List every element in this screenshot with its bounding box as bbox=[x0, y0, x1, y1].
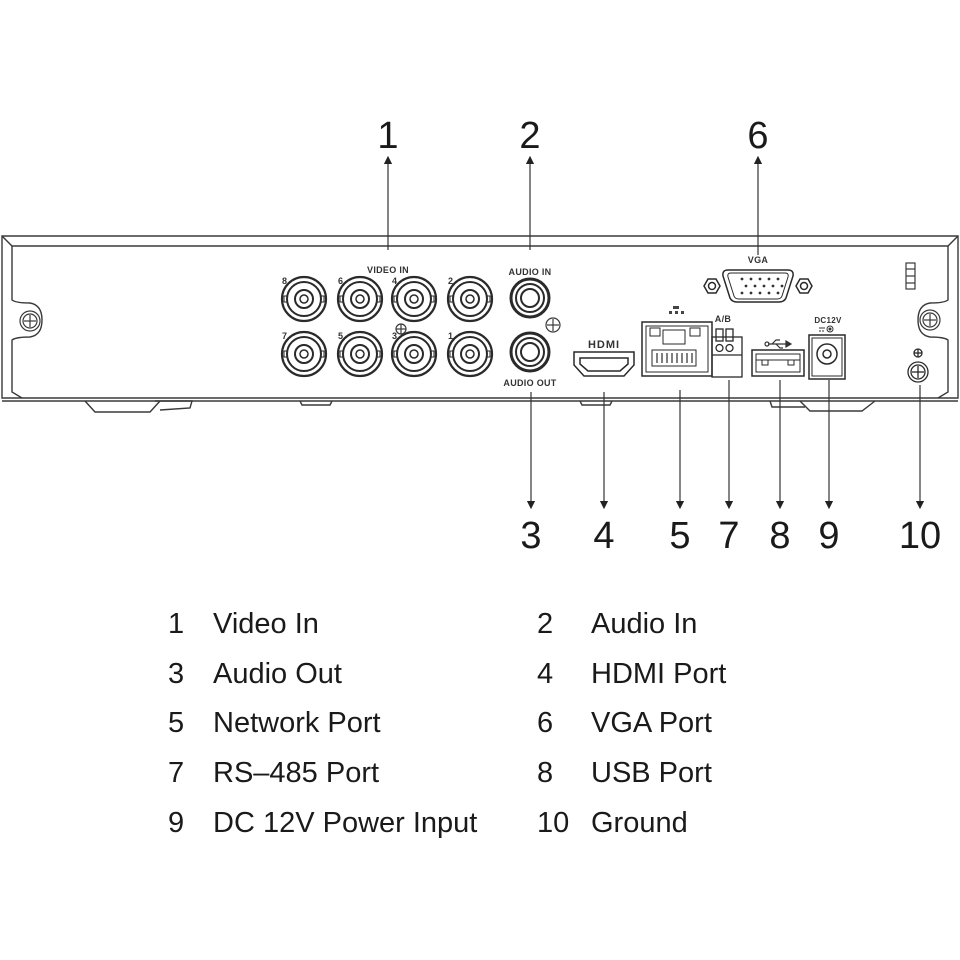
video-channel-number: 5 bbox=[338, 331, 343, 341]
video-in-bnc-group: 8 6 4 2 7 5 3 1 bbox=[280, 275, 494, 378]
callout-number-3: 3 bbox=[520, 515, 541, 557]
legend-label: Audio Out bbox=[213, 658, 342, 690]
vga-pin bbox=[767, 291, 771, 295]
bnc-connector-icon bbox=[390, 275, 438, 323]
vga-port-icon bbox=[703, 269, 813, 303]
rs485-label: A/B bbox=[715, 314, 732, 324]
legend-label: Video In bbox=[213, 608, 319, 640]
legend-label: USB Port bbox=[591, 757, 712, 789]
vga-pin bbox=[749, 277, 753, 281]
hdmi-label: HDMI bbox=[588, 339, 620, 351]
ground-terminal-icon bbox=[907, 348, 929, 383]
bnc-connector-icon bbox=[446, 330, 494, 378]
legend-label: Ground bbox=[591, 807, 688, 839]
vga-pin bbox=[758, 277, 762, 281]
screw-left-icon bbox=[19, 310, 41, 332]
vga-label: VGA bbox=[748, 255, 769, 265]
usb-port-icon bbox=[751, 349, 805, 377]
callout-number-10: 10 bbox=[899, 515, 941, 557]
legend-number: 8 bbox=[537, 757, 554, 789]
dc-polarity-icon bbox=[819, 325, 834, 333]
video-channel-number: 6 bbox=[338, 276, 343, 286]
vga-pin bbox=[780, 284, 784, 288]
dc-label: DC12V bbox=[814, 316, 842, 325]
legend-number: 5 bbox=[168, 707, 185, 739]
video-channel-number: 8 bbox=[282, 276, 287, 286]
legend-number: 1 bbox=[168, 608, 185, 640]
chassis bbox=[1, 235, 959, 413]
ground-symbol-icon bbox=[395, 323, 407, 335]
legend-label: Network Port bbox=[213, 707, 381, 739]
bnc-connector-icon bbox=[390, 330, 438, 378]
vga-pin bbox=[753, 284, 757, 288]
bnc-connector-icon bbox=[446, 275, 494, 323]
rs485-terminal-icon bbox=[711, 328, 743, 378]
network-port-icon bbox=[641, 321, 713, 377]
callout-number-7: 7 bbox=[718, 515, 739, 557]
legend-label: Audio In bbox=[591, 608, 698, 640]
vga-pin bbox=[749, 291, 753, 295]
callout-number-9: 9 bbox=[818, 515, 839, 557]
usb-symbol-icon bbox=[764, 339, 793, 349]
legend-number: 2 bbox=[537, 608, 554, 640]
audio-out-label: AUDIO OUT bbox=[503, 378, 556, 388]
bnc-connector-icon bbox=[280, 330, 328, 378]
vent-icon bbox=[905, 262, 916, 290]
legend-number: 4 bbox=[537, 658, 554, 690]
callout-number-6: 6 bbox=[747, 115, 768, 157]
legend-label: DC 12V Power Input bbox=[213, 807, 478, 839]
video-channel-number: 4 bbox=[392, 276, 397, 286]
video-channel-number: 3 bbox=[392, 331, 397, 341]
legend-number: 6 bbox=[537, 707, 554, 739]
audio-in-jack-icon bbox=[509, 277, 551, 319]
video-channel-number: 2 bbox=[448, 276, 453, 286]
vga-pin bbox=[771, 284, 775, 288]
hdmi-port-icon bbox=[573, 351, 635, 377]
vga-pin bbox=[744, 284, 748, 288]
vga-pins bbox=[740, 277, 784, 295]
audio-ground-symbol-icon bbox=[545, 317, 561, 333]
audio-in-label: AUDIO IN bbox=[509, 267, 552, 277]
vga-pin bbox=[740, 291, 744, 295]
vga-pin bbox=[762, 284, 766, 288]
legend-label: HDMI Port bbox=[591, 658, 727, 690]
network-symbol-icon bbox=[669, 306, 684, 314]
video-channel-number: 1 bbox=[448, 331, 453, 341]
vga-pin bbox=[758, 291, 762, 295]
legend-label: VGA Port bbox=[591, 707, 712, 739]
legend-number: 9 bbox=[168, 807, 185, 839]
vga-pin bbox=[776, 277, 780, 281]
screw-right-icon bbox=[919, 309, 941, 331]
vga-pin bbox=[740, 277, 744, 281]
video-in-label: VIDEO IN bbox=[367, 265, 409, 275]
vga-pin bbox=[767, 277, 771, 281]
vga-pin bbox=[776, 291, 780, 295]
legend-number: 10 bbox=[537, 807, 570, 839]
bnc-connector-icon bbox=[280, 275, 328, 323]
legend-label: RS–485 Port bbox=[213, 757, 380, 789]
bnc-connector-icon bbox=[336, 330, 384, 378]
legend-number: 3 bbox=[168, 658, 185, 690]
callout-number-8: 8 bbox=[769, 515, 790, 557]
dc-power-jack-icon bbox=[808, 334, 846, 380]
video-channel-number: 7 bbox=[282, 331, 287, 341]
callout-number-5: 5 bbox=[669, 515, 690, 557]
legend-number: 7 bbox=[168, 757, 185, 789]
callout-number-4: 4 bbox=[593, 515, 614, 557]
callout-number-1: 1 bbox=[377, 115, 398, 157]
audio-out-jack-icon bbox=[509, 331, 551, 373]
bnc-connector-icon bbox=[336, 275, 384, 323]
callout-number-2: 2 bbox=[519, 115, 540, 157]
